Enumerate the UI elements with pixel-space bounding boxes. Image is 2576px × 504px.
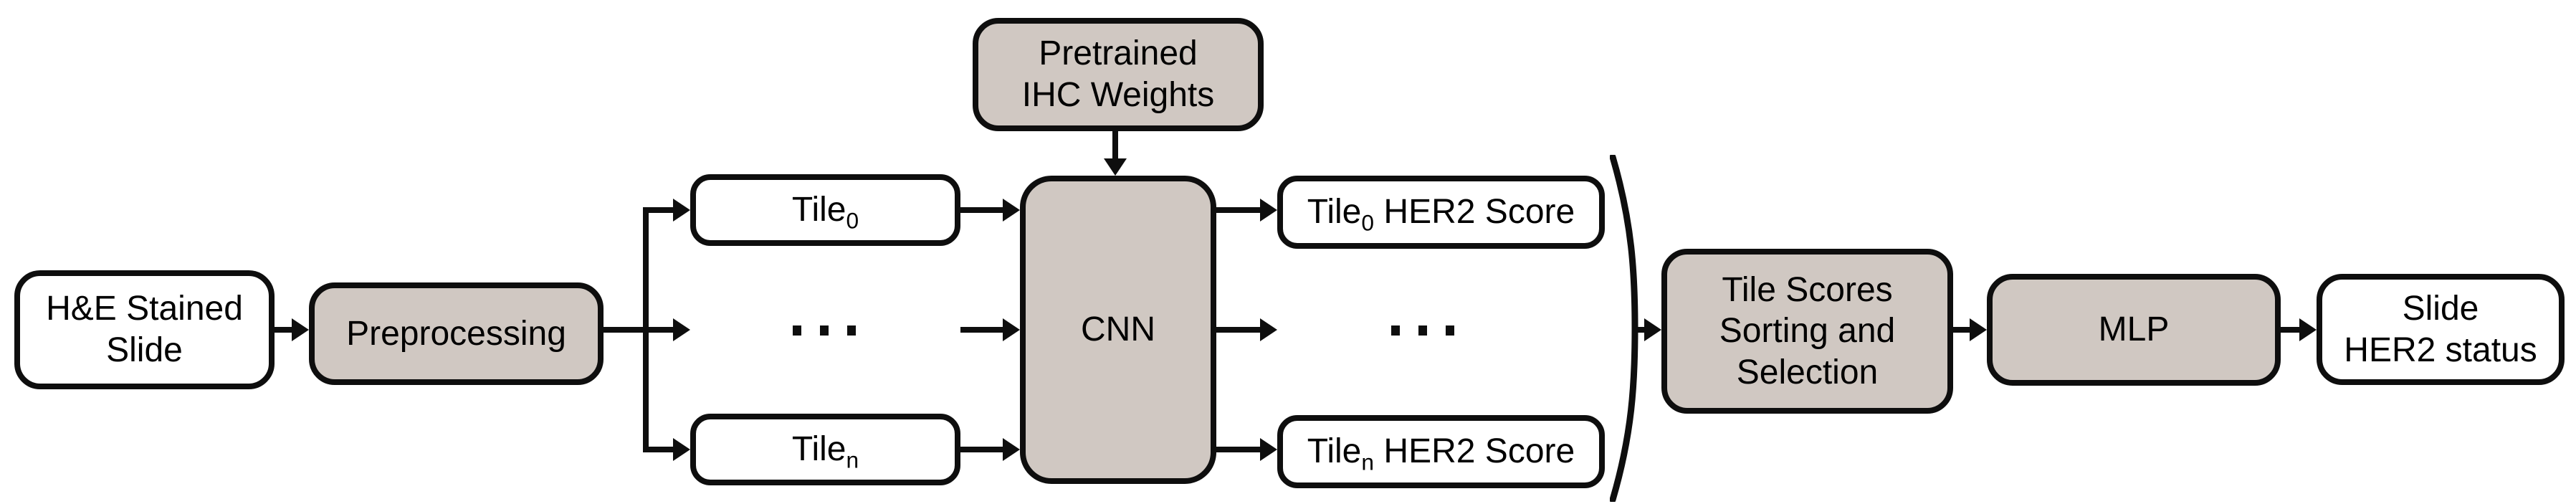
arrowhead-icon	[673, 318, 690, 341]
edge-ellipsis-to-cnn-line	[960, 327, 1004, 333]
node-tile-n: Tilen	[690, 414, 960, 485]
node-label-line: Sorting and	[1719, 312, 1896, 351]
arrowhead-icon	[1644, 318, 1661, 341]
node-slide-her2-status: Slide HER2 status	[2317, 274, 2565, 385]
arrowhead-icon	[1260, 438, 1277, 461]
edge-tilen-to-cnn-line	[960, 447, 1004, 452]
ellipsis-dot	[847, 325, 856, 336]
ellipsis-dot	[820, 325, 829, 336]
arrowhead-icon	[1970, 318, 1987, 341]
tile-subscript: 0	[846, 207, 859, 234]
edge-cnn-to-ellipsis-line	[1216, 327, 1261, 333]
node-tile-n-her2-score: Tilen HER2 Score	[1277, 415, 1605, 488]
arrowhead-icon	[673, 199, 690, 222]
tile-subscript: n	[846, 447, 859, 473]
node-label: Tilen HER2 Score	[1307, 431, 1575, 475]
tile-base-text: Tile	[791, 430, 846, 469]
node-label: Preprocessing	[346, 314, 566, 353]
tile-subscript: 0	[1361, 209, 1374, 236]
tiles-ellipsis-icon	[793, 325, 856, 336]
scores-ellipsis-icon	[1391, 325, 1454, 336]
tile-base-text: Tile	[1307, 193, 1362, 232]
node-preprocessing: Preprocessing	[309, 282, 604, 385]
node-pretrained-ihc-weights: Pretrained IHC Weights	[973, 18, 1264, 131]
edge-tile0-to-cnn-line	[960, 207, 1004, 213]
tile-base-text: Tile	[1307, 432, 1362, 471]
arrowhead-icon	[1003, 318, 1020, 341]
edge-he-to-preprocessing-line	[275, 327, 295, 333]
tile-base-text: Tile	[791, 191, 846, 229]
node-label: CNN	[1081, 310, 1155, 349]
node-label-line: HER2 status	[2344, 331, 2537, 369]
node-label-line: IHC Weights	[1021, 76, 1215, 114]
node-label: Tilen	[791, 429, 859, 473]
arrowhead-icon	[1003, 199, 1020, 222]
ellipsis-dot	[1446, 325, 1454, 336]
edge-scores-to-sorting-line	[1634, 327, 1646, 333]
edge-branch-to-ellipsis-line	[649, 327, 674, 333]
edge-mlp-to-status-line	[2281, 327, 2301, 333]
arrowhead-icon	[2299, 318, 2317, 341]
node-label: Tile0	[791, 189, 859, 234]
node-tile-0-her2-score: Tile0 HER2 Score	[1277, 176, 1605, 249]
edge-cnn-to-scoren-line	[1216, 447, 1261, 452]
node-tile-0: Tile0	[690, 174, 960, 246]
arrowhead-icon	[1260, 199, 1277, 222]
edge-preprocessing-branch-line	[604, 327, 649, 333]
branch-vertical-line	[643, 207, 649, 452]
ellipsis-dot	[793, 325, 801, 336]
arrowhead-icon	[292, 318, 309, 341]
node-label-line: Slide	[106, 331, 183, 369]
edge-branch-to-tile0-line	[649, 207, 674, 213]
ellipsis-dot	[1391, 325, 1400, 336]
score-text: HER2 Score	[1383, 432, 1575, 471]
arrowhead-icon	[1003, 438, 1020, 461]
tile-subscript: n	[1361, 449, 1374, 475]
arrowhead-down-icon	[1104, 158, 1127, 176]
node-he-stained-slide: H&E Stained Slide	[14, 270, 275, 389]
node-tile-scores-sorting-selection: Tile Scores Sorting and Selection	[1661, 249, 1953, 414]
arrowhead-icon	[1260, 318, 1277, 341]
node-mlp: MLP	[1987, 274, 2281, 386]
score-text: HER2 Score	[1383, 193, 1575, 232]
node-label-line: Slide	[2402, 289, 2479, 328]
node-label-line: H&E Stained	[46, 290, 243, 328]
ellipsis-dot	[1418, 325, 1427, 336]
edge-pretrained-to-cnn-line	[1112, 131, 1118, 160]
arrowhead-icon	[673, 438, 690, 461]
node-label: MLP	[2098, 310, 2170, 349]
edge-branch-to-tilen-line	[649, 447, 674, 452]
node-label-line: Selection	[1736, 353, 1879, 391]
node-label-line: Pretrained	[1039, 34, 1198, 73]
edge-cnn-to-score0-line	[1216, 207, 1261, 213]
node-label: Tile0 HER2 Score	[1307, 191, 1575, 236]
node-cnn: CNN	[1020, 176, 1216, 484]
edge-sorting-to-mlp-line	[1953, 327, 1971, 333]
node-label-line: Tile Scores	[1722, 270, 1893, 309]
